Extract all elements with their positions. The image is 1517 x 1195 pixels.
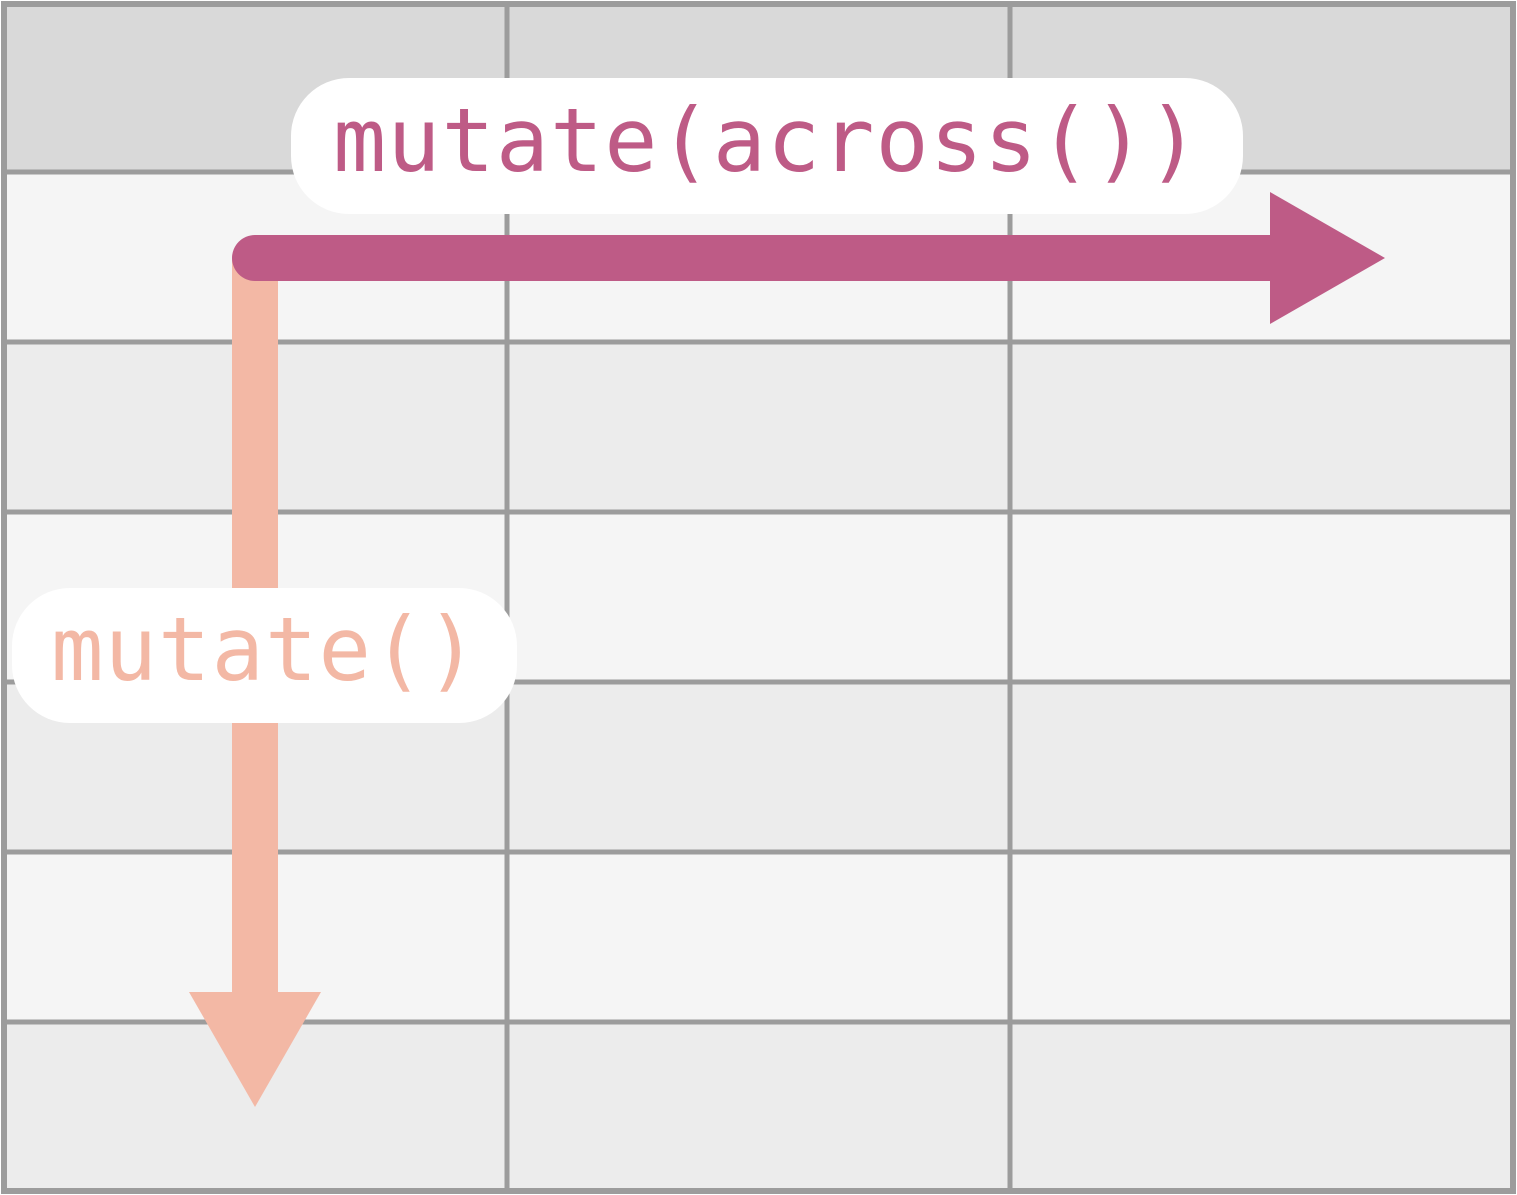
mutate-label: mutate()	[12, 588, 517, 723]
across-label: mutate(across())	[291, 78, 1243, 214]
across-label-text: mutate(across())	[333, 89, 1201, 192]
table-row	[4, 342, 1513, 512]
mutate-label-box	[12, 588, 517, 723]
mutate-label-text: mutate()	[51, 598, 479, 701]
across-arrow	[232, 192, 1385, 324]
across-label-box	[291, 78, 1243, 214]
